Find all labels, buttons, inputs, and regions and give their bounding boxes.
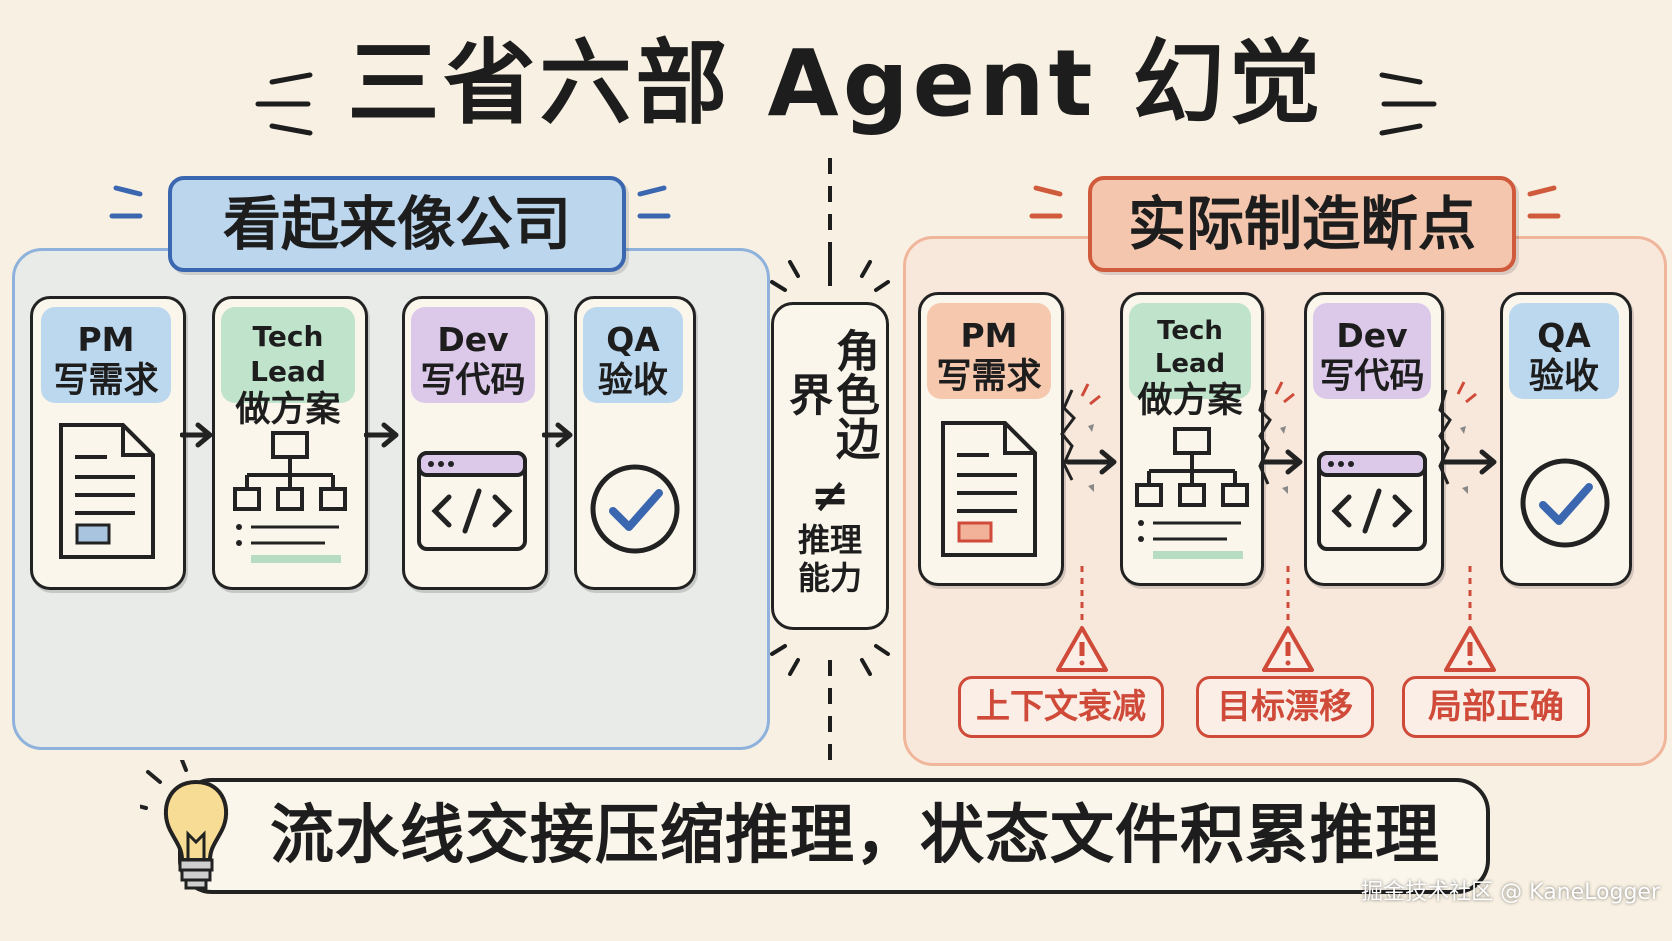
stage-role-label: Tech Lead: [250, 320, 326, 388]
code-window-icon: [1317, 451, 1427, 551]
stage-role-label: PM: [960, 316, 1018, 355]
warning-icon: [1056, 566, 1108, 672]
left-stage-card-pm: PM 写需求: [30, 296, 186, 590]
stage-tag: QA 验收: [1509, 303, 1619, 399]
stage-task-label: 做方案: [1137, 381, 1243, 421]
document-icon: [59, 423, 155, 559]
conclusion-text: 流水线交接压缩推理，状态文件积累推理: [270, 799, 1440, 873]
right-stage-card-techlead: Tech Lead 做方案: [1120, 292, 1264, 586]
watermark: 掘金技术社区 @ KaneLogger: [1361, 880, 1660, 905]
role-boundary-box: 角色边界 ≠ 推理能力: [771, 302, 889, 630]
stage-tag: PM 写需求: [41, 307, 171, 403]
stage-task-label: 写需求: [53, 361, 159, 402]
warning-icon: [1444, 566, 1496, 672]
left-label-spark-icon: [109, 185, 671, 219]
page-title: 三省六部 Agent 幻觉: [347, 30, 1325, 137]
broken-arrow-3-icon: [1438, 381, 1497, 494]
stage-tag: Tech Lead 做方案: [1129, 303, 1251, 421]
stage-tag: Dev 写代码: [1313, 303, 1431, 399]
stage-task-label: 写需求: [936, 357, 1042, 398]
left-arrow-1-icon: [180, 422, 213, 448]
stage-task-label: 写代码: [1319, 357, 1425, 398]
left-stage-card-techlead: Tech Lead 做方案: [212, 296, 368, 590]
stage-task-label: 验收: [597, 361, 668, 402]
center-spark-top-icon: [770, 252, 890, 292]
code-window-icon: [417, 451, 527, 551]
right-stage-card-qa: QA 验收: [1500, 292, 1632, 586]
stage-role-label: Tech Lead: [1154, 316, 1226, 379]
broken-arrow-2-icon: [1258, 381, 1303, 494]
conclusion-bar: [178, 778, 1490, 894]
stage-role-label: PM: [77, 320, 135, 359]
left-arrow-3-icon: [542, 422, 573, 448]
left-stage-card-dev: Dev 写代码: [402, 296, 548, 590]
center-line1: 角色边界: [781, 328, 879, 460]
title-spark-left-icon: [255, 72, 313, 136]
center-spark-bottom-icon: [770, 644, 890, 676]
org-chart-icon: [1135, 427, 1249, 559]
risk-label-goal-drift: 目标漂移: [1196, 676, 1374, 738]
document-icon: [941, 421, 1037, 557]
stage-task-label: 做方案: [235, 390, 341, 430]
broken-arrow-1-icon: [1060, 383, 1117, 492]
stage-tag: PM 写需求: [927, 303, 1051, 399]
org-chart-icon: [233, 431, 347, 563]
neq-symbol: ≠: [810, 468, 850, 522]
stage-role-label: Dev: [1336, 316, 1408, 355]
left-arrow-2-icon: [364, 422, 399, 448]
checkmark-icon: [1520, 458, 1610, 548]
center-line2: 推理能力: [797, 521, 862, 597]
risk-label-local-correct: 局部正确: [1402, 676, 1590, 738]
right-stage-card-pm: PM 写需求: [918, 292, 1064, 586]
left-stage-card-qa: QA 验收: [574, 296, 696, 590]
lightbulb-icon: [140, 760, 228, 890]
right-label-spark-icon: [1029, 185, 1561, 219]
warning-icon: [1262, 566, 1314, 672]
stage-tag: Dev 写代码: [411, 307, 535, 403]
title-spark-right-icon: [1379, 72, 1437, 136]
stage-role-label: QA: [1537, 316, 1591, 355]
left-section-label: 看起来像公司: [168, 176, 626, 272]
stage-tag: QA 验收: [583, 307, 683, 403]
stage-task-label: 写代码: [420, 361, 526, 402]
stage-task-label: 验收: [1528, 357, 1599, 398]
stage-role-label: QA: [606, 320, 660, 359]
risk-label-context-decay: 上下文衰减: [958, 676, 1164, 738]
stage-role-label: Dev: [437, 320, 509, 359]
checkmark-icon: [590, 464, 680, 554]
right-section-label: 实际制造断点: [1088, 176, 1516, 272]
right-stage-card-dev: Dev 写代码: [1304, 292, 1444, 586]
stage-tag: Tech Lead 做方案: [221, 307, 355, 430]
